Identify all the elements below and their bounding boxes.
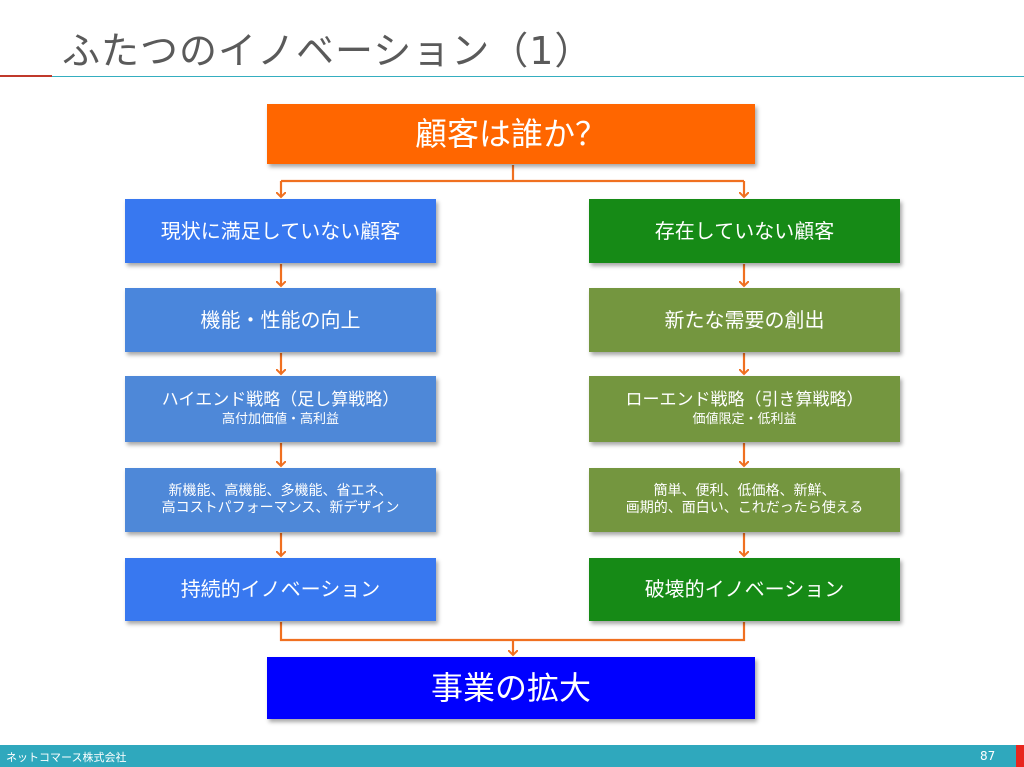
left-approach-label: 機能・性能の向上 <box>200 307 361 332</box>
left-innovation-label: 持続的イノベーション <box>180 577 381 601</box>
result-label: 事業の拡大 <box>430 669 591 707</box>
right-examples-box: 簡単、便利、低価格、新鮮、 画期的、面白い、これだったら使える <box>589 468 900 532</box>
left-examples-line1: 新機能、高機能、多機能、省エネ、 <box>168 482 393 499</box>
right-strategy-label: ローエンド戦略（引き算戦略） <box>625 390 864 411</box>
right-examples-line1: 簡単、便利、低価格、新鮮、 <box>653 482 836 499</box>
right-strategy-sub-label: 価値限定・低利益 <box>692 411 797 427</box>
right-innovation-label: 破壊的イノベーション <box>644 577 845 601</box>
left-innovation-box: 持続的イノベーション <box>125 558 436 621</box>
right-customer-label: 存在していない顧客 <box>654 218 835 243</box>
result-box: 事業の拡大 <box>267 657 755 719</box>
title-underline <box>52 76 1024 77</box>
left-examples-box: 新機能、高機能、多機能、省エネ、 高コストパフォーマンス、新デザイン <box>125 468 436 532</box>
right-customer-box: 存在していない顧客 <box>589 199 900 263</box>
right-approach-label: 新たな需要の創出 <box>664 307 825 332</box>
left-strategy-label: ハイエンド戦略（足し算戦略） <box>161 390 400 411</box>
root-box: 顧客は誰か？ <box>267 104 755 164</box>
slide-title: ふたつのイノベーション（1） <box>62 29 594 73</box>
left-approach-box: 機能・性能の向上 <box>125 288 436 352</box>
left-customer-box: 現状に満足していない顧客 <box>125 199 436 263</box>
connector-merge <box>279 622 746 642</box>
right-examples-line2: 画期的、面白い、これだったら使える <box>625 500 864 516</box>
page-number: 87 <box>980 749 996 763</box>
left-customer-label: 現状に満足していない顧客 <box>160 218 401 243</box>
left-examples-line2: 高コストパフォーマンス、新デザイン <box>161 500 400 516</box>
left-strategy-box: ハイエンド戦略（足し算戦略） 高付加価値・高利益 <box>125 376 436 442</box>
company-name: ネットコマース株式会社 <box>6 751 127 764</box>
right-strategy-box: ローエンド戦略（引き算戦略） 価値限定・低利益 <box>589 376 900 442</box>
right-approach-box: 新たな需要の創出 <box>589 288 900 352</box>
footer-accent <box>1016 745 1024 767</box>
footer-bar <box>0 745 1016 767</box>
connector-root-split <box>281 165 744 183</box>
title-accent-line <box>0 75 52 77</box>
left-strategy-sub-label: 高付加価値・高利益 <box>221 411 339 427</box>
root-label: 顧客は誰か？ <box>414 115 607 153</box>
right-innovation-box: 破壊的イノベーション <box>589 558 900 621</box>
